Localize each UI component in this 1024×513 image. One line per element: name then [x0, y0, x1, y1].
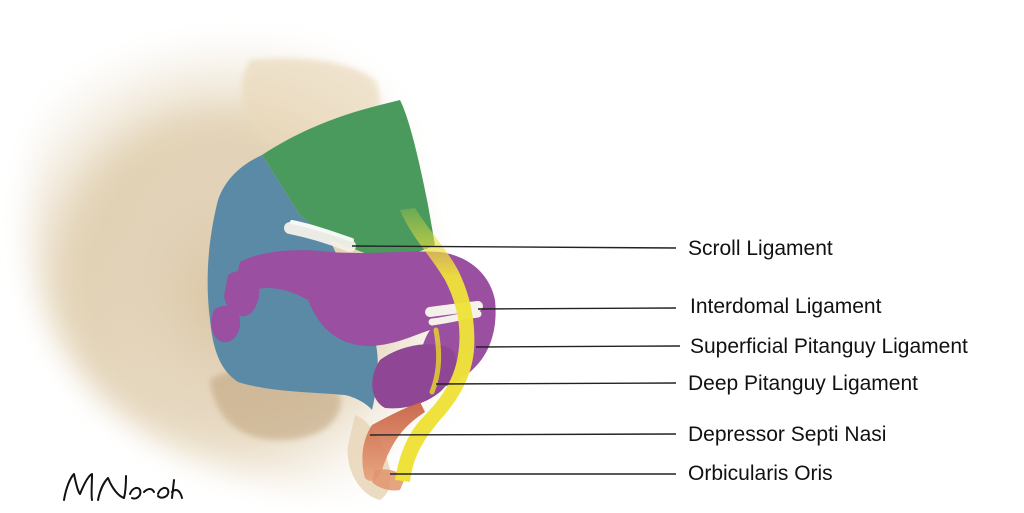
leader-line-deep-pitanguy: [435, 382, 677, 385]
leader-lines: [351, 245, 681, 475]
label-depressor-septi-nasi: Depressor Septi Nasi: [688, 423, 887, 446]
lower-lateral-cartilage-region: [211, 250, 496, 409]
leader-line-interdomal: [477, 307, 677, 310]
interdomal-ligament-fibers: [425, 301, 483, 326]
label-superficial-pitanguy-ligament: Superficial Pitanguy Ligament: [690, 335, 968, 358]
scroll-ligament-fibers: [284, 220, 356, 252]
artist-signature: [63, 473, 183, 501]
leader-line-superficial-pitanguy: [475, 345, 681, 348]
upper-lateral-cartilage-region: [262, 100, 435, 257]
label-orbicularis-oris: Orbicularis Oris: [688, 462, 833, 485]
label-deep-pitanguy-ligament: Deep Pitanguy Ligament: [688, 372, 918, 395]
yellow-ligament-band: [395, 208, 475, 482]
label-interdomal-ligament: Interdomal Ligament: [690, 295, 882, 318]
label-scroll-ligament: Scroll Ligament: [688, 237, 833, 260]
leader-line-depressor: [369, 433, 677, 436]
leader-line-scroll: [351, 245, 677, 249]
